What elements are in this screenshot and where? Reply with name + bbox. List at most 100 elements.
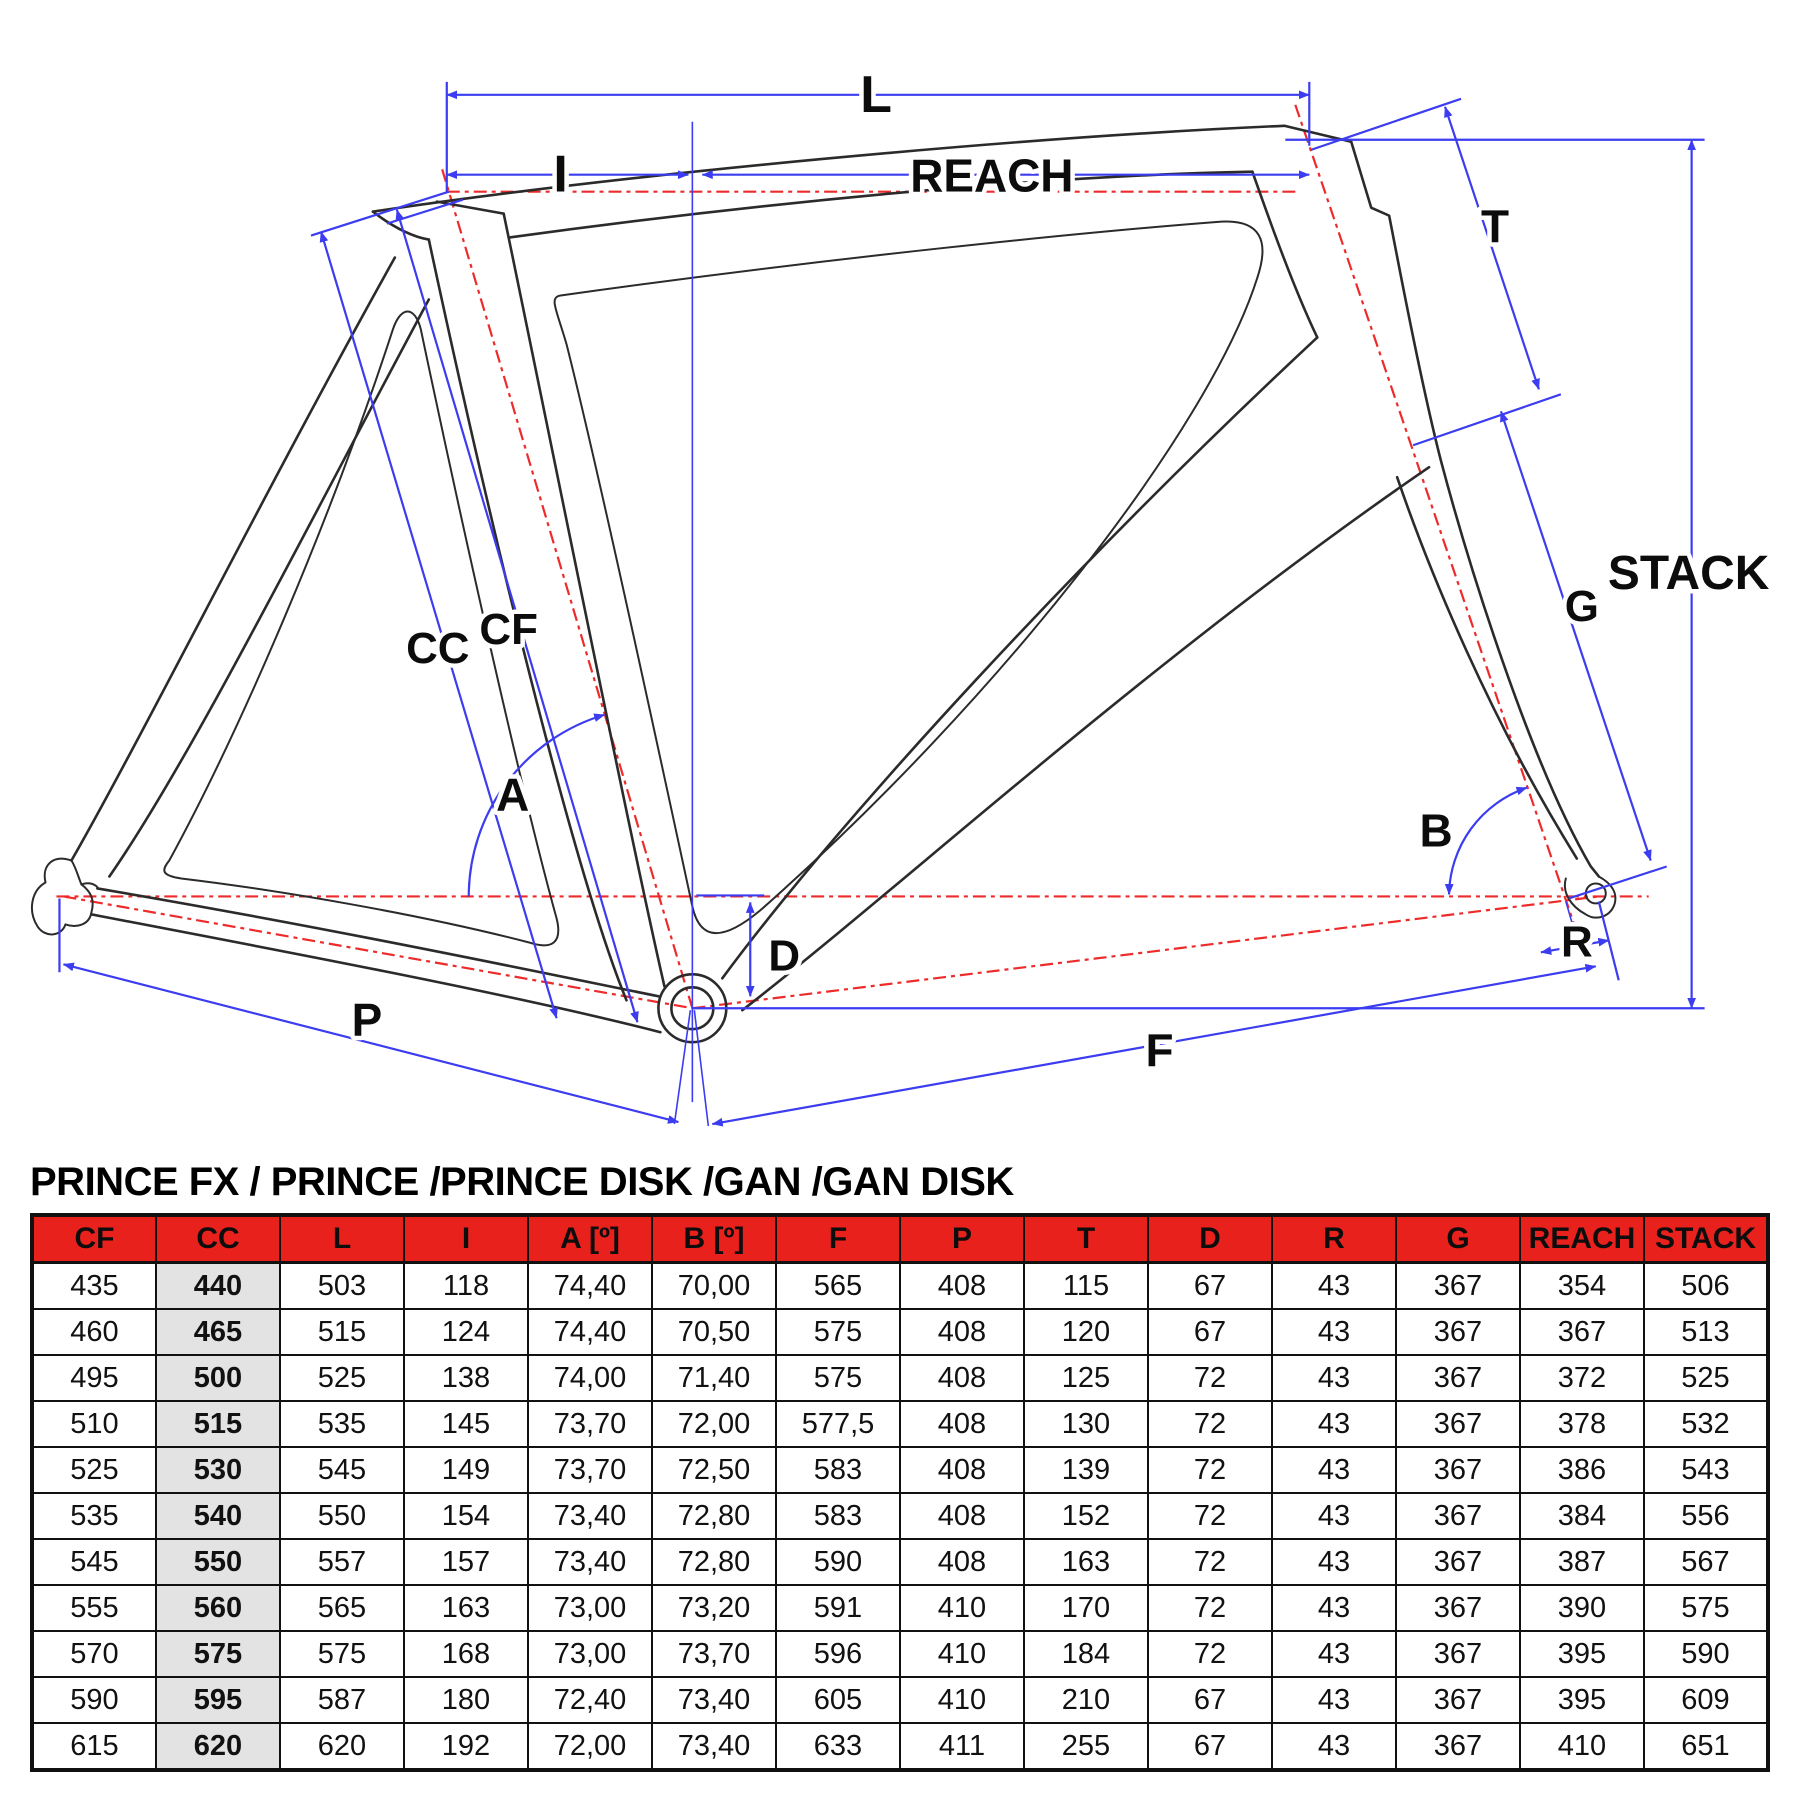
table-cell: 540 [155, 1492, 281, 1540]
dim-R-line [1540, 937, 1610, 955]
label-rake-R: R [1561, 917, 1593, 966]
bb-extension-left [673, 1010, 692, 1125]
table-title: PRINCE FX / PRINCE /PRINCE DISK /GAN /GA… [30, 1160, 1014, 1204]
table-cell: 192 [403, 1722, 529, 1771]
seat-tube-axis-line [439, 164, 694, 1009]
table-cell: 367 [1395, 1308, 1521, 1356]
table-cell: 139 [1023, 1446, 1149, 1494]
table-cell: 372 [1519, 1354, 1645, 1402]
table-cell: 384 [1519, 1492, 1645, 1540]
table-cell: 72 [1147, 1630, 1273, 1678]
bb-extension-right [693, 1010, 710, 1127]
table-cell: 72,00 [527, 1722, 653, 1771]
seat-stay-upper [70, 256, 397, 862]
table-cell: 532 [1643, 1400, 1769, 1448]
down-tube-upper [721, 336, 1319, 980]
dim-G-cap-bottom [1568, 865, 1668, 900]
seat-stay-lower [108, 298, 431, 878]
table-cell: 70,00 [651, 1261, 777, 1310]
table-cell: 67 [1147, 1722, 1273, 1771]
table-cell: 560 [155, 1584, 281, 1632]
table-cell: 72 [1147, 1446, 1273, 1494]
table-cell: 210 [1023, 1676, 1149, 1724]
table-cell: 367 [1395, 1354, 1521, 1402]
table-cell: 73,20 [651, 1584, 777, 1632]
column-header: B [º] [651, 1214, 777, 1264]
table-cell: 43 [1271, 1538, 1397, 1586]
table-cell: 72,80 [651, 1538, 777, 1586]
table-cell: 387 [1519, 1538, 1645, 1586]
table-cell: 354 [1519, 1261, 1645, 1310]
table-cell: 615 [31, 1722, 157, 1771]
table-cell: 590 [1643, 1630, 1769, 1678]
table-cell: 575 [155, 1630, 281, 1678]
label-seat-tube-CC: CC [406, 624, 469, 673]
table-cell: 503 [279, 1261, 405, 1310]
table-cell: 180 [403, 1676, 529, 1724]
table-cell: 583 [775, 1492, 901, 1540]
table-cell: 378 [1519, 1400, 1645, 1448]
column-header: CC [155, 1214, 281, 1264]
dim-T-cap-bottom [1412, 393, 1562, 447]
table-cell: 575 [1643, 1584, 1769, 1632]
table-cell: 73,40 [651, 1676, 777, 1724]
head-tube-rear [1251, 170, 1319, 339]
table-cell: 67 [1147, 1676, 1273, 1724]
table-cell: 620 [279, 1722, 405, 1771]
table-cell: 591 [775, 1584, 901, 1632]
table-cell: 575 [775, 1354, 901, 1402]
table-cell: 125 [1023, 1354, 1149, 1402]
dimension-lines [58, 81, 1705, 1127]
table-cell: 395 [1519, 1630, 1645, 1678]
table-cell: 465 [155, 1308, 281, 1356]
table-cell: 73,00 [527, 1584, 653, 1632]
table-cell: 408 [899, 1538, 1025, 1586]
column-header: D [1147, 1214, 1273, 1264]
table-cell: 149 [403, 1446, 529, 1494]
table-cell: 545 [279, 1446, 405, 1494]
column-header: L [279, 1214, 405, 1264]
dim-T-cap-top [1310, 97, 1462, 151]
table-cell: 530 [155, 1446, 281, 1494]
label-bb-drop-D: D [768, 931, 800, 980]
front-center-axis-line [692, 895, 1599, 1010]
table-cell: 43 [1271, 1308, 1397, 1356]
table-cell: 367 [1395, 1630, 1521, 1678]
table-cell: 72 [1147, 1492, 1273, 1540]
label-reach: REACH [910, 150, 1073, 202]
column-header: CF [31, 1214, 157, 1264]
table-cell: 145 [403, 1400, 529, 1448]
table-cell: 74,00 [527, 1354, 653, 1402]
table-cell: 525 [31, 1446, 157, 1494]
label-fork-G: G [1565, 582, 1599, 631]
table-cell: 587 [279, 1676, 405, 1724]
table-cell: 556 [1643, 1492, 1769, 1540]
table-cell: 410 [899, 1584, 1025, 1632]
table-cell: 184 [1023, 1630, 1149, 1678]
table-cell: 170 [1023, 1584, 1149, 1632]
table-cell: 567 [1643, 1538, 1769, 1586]
table-cell: 43 [1271, 1630, 1397, 1678]
main-triangle-inner-contour [553, 220, 1264, 934]
table-cell: 152 [1023, 1492, 1149, 1540]
table-cell: 410 [899, 1630, 1025, 1678]
table-cell: 72 [1147, 1400, 1273, 1448]
table-cell: 565 [775, 1261, 901, 1310]
label-rear-center-P: P [352, 994, 383, 1046]
column-header: A [º] [527, 1214, 653, 1264]
table-cell: 583 [775, 1446, 901, 1494]
label-seat-angle-A: A [496, 769, 529, 821]
table-cell: 651 [1643, 1722, 1769, 1771]
table-cell: 118 [403, 1261, 529, 1310]
table-cell: 550 [155, 1538, 281, 1586]
table-cell: 543 [1643, 1446, 1769, 1494]
chainstay-axis-line [63, 895, 693, 1010]
table-cell: 596 [775, 1630, 901, 1678]
table-cell: 72,50 [651, 1446, 777, 1494]
